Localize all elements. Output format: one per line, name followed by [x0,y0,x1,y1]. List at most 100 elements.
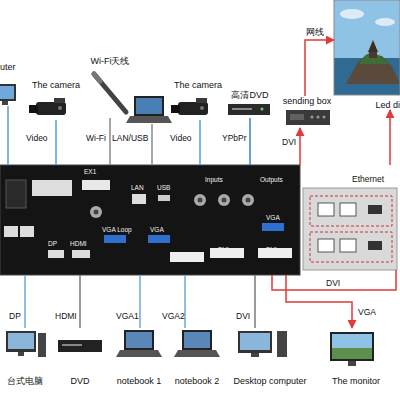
sending-box-icon-part [290,114,304,120]
source-device: notebook 2 [168,328,226,386]
port-label: LAN [131,185,144,192]
dvd-player-icon-part [58,340,102,352]
notebook-icon [116,330,162,357]
camera-icon-part [58,106,62,110]
notebook-icon-part [124,330,154,350]
dvd-player-icon [228,104,270,115]
port-label: HDMI [70,241,87,248]
video-processor-part [194,194,206,206]
video-processor-part [258,248,292,258]
signal-label: Video [170,134,192,143]
port-label: DVI [266,247,277,254]
led-display-image-part [334,0,400,95]
port-label: EX1 [84,169,96,176]
led-display-image-part [346,54,400,84]
camera-icon-part [200,106,204,110]
sending-box: sending box [282,96,332,128]
device-label: notebook 2 [175,376,220,386]
computer-icon-part [0,86,14,99]
desktop-icon-part [18,352,24,356]
video-processor-part [0,165,300,275]
device-label: 台式电脑 [7,376,43,386]
video-processor-part [262,223,284,231]
device-label: Led di [375,100,400,110]
cable-connector [24,275,26,328]
desktop-icon-part [6,331,36,352]
computer-icon-part [2,101,8,105]
source-device: The camera [172,80,224,120]
video-processor-part [222,198,227,203]
monitor-icon-part [330,332,374,361]
video-processor-part [94,210,99,215]
camera-icon-part [196,98,207,103]
camera-icon [171,98,208,115]
cable-connector [254,275,256,328]
video-processor-part [198,198,203,203]
camera-icon-part [29,105,38,113]
video-processor-part [170,252,204,262]
cable-connector [286,275,352,328]
video-processor: EX1LANUSBInputsOutputsDPHDMIVGA LoopVGAD… [0,165,398,275]
lan-usb-wire [152,124,153,165]
cable-connector [305,40,334,96]
source-device: DVD [55,328,105,386]
desktop-computer-icon-part [238,331,272,353]
camera-icon-part [178,102,208,115]
video-processor [0,165,397,275]
video-processor-part [82,180,110,190]
video-processor-part [20,226,34,237]
video-processor-part [310,196,392,226]
video-processor-part [210,248,244,258]
device-label: The camera [32,80,80,90]
video-processor-part [218,194,230,206]
dvd-player-icon [58,340,102,352]
video-processor-part [90,206,102,218]
video-processor-part [104,235,126,243]
video-processor-part [246,198,251,203]
device-label: notebook 1 [117,376,162,386]
device-label: The monitor [332,376,380,386]
device-label: sending box [283,96,332,106]
loop-dvi-wire-part [272,270,396,290]
source-device: Desktop computer [228,328,312,386]
video-processor-part [132,194,146,204]
monitor-icon-part [348,361,356,366]
device-label: Wi-Fi天线 [91,56,130,66]
port-label: VGA Loop [102,227,132,234]
signal-label: VGA [358,308,376,317]
video-processor-part [242,194,254,206]
port-label: DVI [180,253,191,260]
camera-icon-part [54,98,65,103]
desktop-computer-icon-part [251,353,259,357]
video-processor-part [318,203,334,216]
monitor-icon-part [332,334,372,348]
cable-connector [7,106,9,165]
sending-box-icon-part [311,116,314,119]
dvd-player-icon-part [232,108,252,110]
device-label: Desktop computer [233,376,306,386]
port-label: Inputs [205,177,223,184]
port-label: VGA [150,227,164,234]
computer-icon-part [0,84,16,101]
source-device: uter [0,62,26,106]
video-processor-part [158,195,170,201]
output-device: 台式电脑 [0,328,50,386]
notebook-icon-part [174,350,220,357]
device-label: DVD [70,376,89,386]
camera-icon [29,98,66,115]
signal-label: DVI [326,279,340,288]
video-processor-part [4,226,18,237]
port-label: DP [48,241,57,248]
signal-label: DVI [236,312,250,321]
computer-icon [0,84,16,105]
desktop-icon-part [38,333,46,357]
video-processor-part [340,239,356,252]
loop-dvi-wire [272,270,396,290]
source-device: The camera [30,80,82,120]
dvd-player-icon-part [261,108,264,111]
source-device: 高清DVD [226,90,274,118]
signal-label: 网线 [306,28,324,37]
cable-connector [109,118,111,165]
